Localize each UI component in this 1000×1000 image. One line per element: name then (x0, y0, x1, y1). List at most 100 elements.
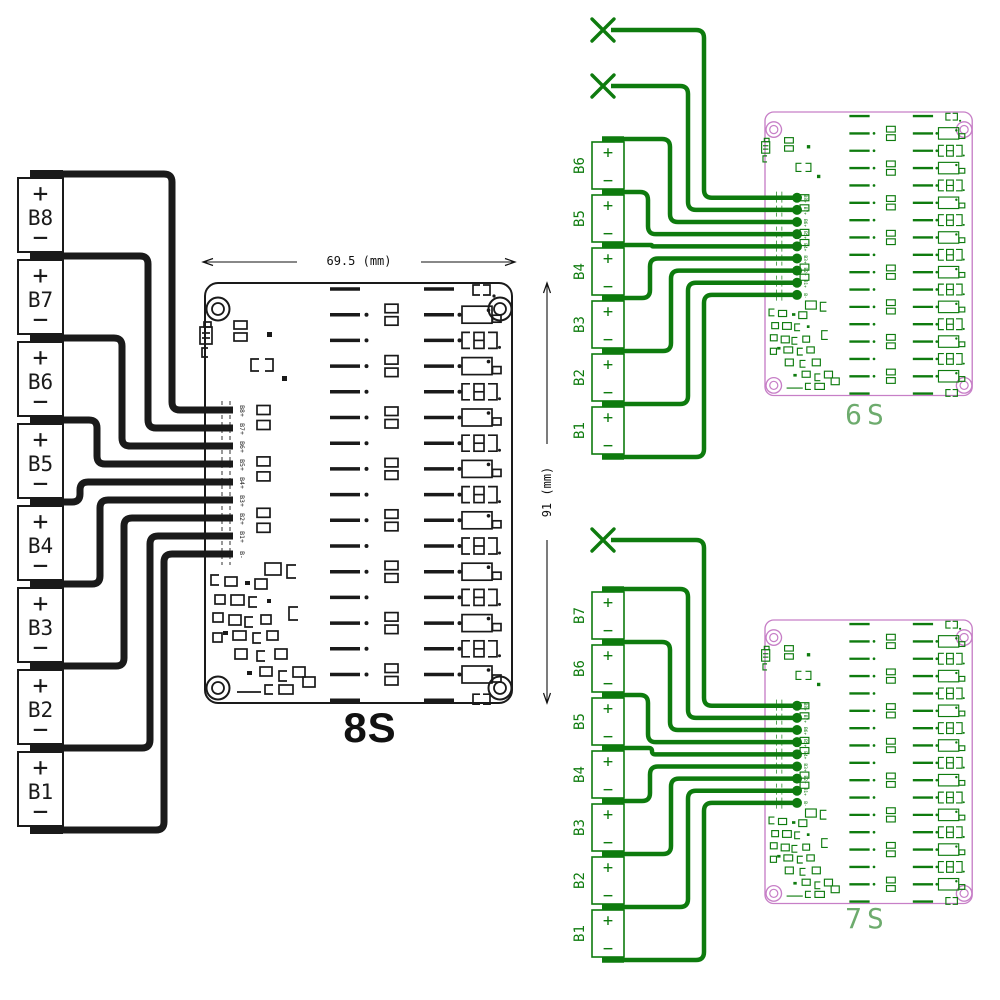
pad-label: B8+ (802, 195, 808, 203)
pad-label: B3+ (802, 763, 808, 771)
battery-plus: + (603, 249, 613, 269)
junction-bar (602, 745, 624, 751)
battery-label: B4 (28, 534, 53, 558)
battery-plus: + (603, 355, 613, 375)
wires-7s: B8+B7+B6+B5+B4+B3+B2+B1+B- (590, 527, 808, 963)
battery-stack-8s: +B8−+B7−+B6−+B5−+B4−+B3−+B2−+B1− (17, 170, 64, 834)
pad-label: B5+ (802, 739, 808, 747)
pad-dot (792, 785, 802, 796)
wire-6s-pad7 (622, 268, 797, 354)
pad-dot (792, 204, 802, 215)
battery-label: B5 (28, 452, 53, 476)
battery-6s-b4: + −B4 (572, 247, 625, 297)
wire-8s-pad2 (61, 252, 233, 432)
junction-bar (602, 798, 624, 804)
battery-plus: + (33, 425, 49, 455)
battery-8s-b3: +B3− (17, 587, 64, 663)
battery-label: B8 (28, 206, 53, 230)
pad-label: B2+ (802, 268, 808, 276)
battery-minus: − (603, 939, 613, 959)
pad-label: B1+ (802, 280, 808, 288)
pad-label: B4+ (238, 477, 246, 489)
pad-dot (792, 192, 802, 203)
battery-minus: − (33, 387, 49, 417)
battery-label: B4 (572, 263, 588, 280)
battery-plus: + (603, 752, 613, 772)
battery-label: B2 (572, 872, 588, 889)
battery-6s-b5: +−B5 (572, 194, 625, 244)
wire-6s-pad3 (622, 136, 797, 225)
battery-7s-b2: + −B2 (572, 856, 625, 906)
config-label-7s: 7S (845, 902, 889, 935)
battery-label: B5 (572, 210, 588, 227)
battery-label: B6 (572, 157, 588, 174)
pad-label: B7+ (802, 715, 808, 723)
battery-plus: + (603, 911, 613, 931)
wire-6s-pad2 (611, 83, 797, 213)
pcb-8s (199, 282, 513, 706)
battery-plus: + (603, 858, 613, 878)
battery-7s-b7: +−B7 (572, 591, 625, 641)
battery-plus: + (33, 753, 49, 783)
pad-label: B5+ (238, 459, 246, 471)
battery-label: B5 (572, 713, 588, 730)
battery-minus: − (33, 305, 49, 335)
pad-dot (792, 737, 802, 748)
battery-minus: − (603, 886, 613, 906)
battery-8s-b1: +B1− (17, 751, 64, 827)
junction-bar (602, 639, 624, 645)
pcb-7s (761, 619, 973, 905)
battery-minus: − (603, 621, 613, 641)
wire-7s-pad2 (622, 586, 797, 721)
junction-bar (602, 454, 624, 460)
pad-label: B7+ (238, 423, 246, 435)
wire-7s-pad5 (622, 745, 797, 757)
battery-label: B7 (572, 607, 588, 624)
pad-dot (792, 277, 802, 288)
junction-bar (30, 744, 63, 752)
battery-7s-b3: +−B3 (572, 803, 625, 853)
battery-label: B2 (572, 369, 588, 386)
battery-7s-b6: +−B6 (572, 644, 625, 694)
battery-plus: + (603, 805, 613, 825)
wire-8s-pad1 (61, 170, 233, 414)
wire-6s-pad9 (622, 292, 797, 460)
pad-label: B3+ (238, 495, 246, 507)
wire-8s-pad3 (61, 334, 233, 450)
pad-dot (792, 773, 802, 784)
pad-label: B6+ (802, 727, 808, 735)
pad-dot (792, 761, 802, 772)
battery-stack-7s: +−B7+−B6+−B5+−B4+−B3+−B2+−B1 (572, 586, 625, 963)
dimension-height-label: 91 (mm) (540, 444, 554, 540)
battery-8s-b5: +B5− (17, 423, 64, 499)
wire-7s-pad7 (622, 776, 797, 857)
pad-dot (792, 797, 802, 808)
battery-minus: − (603, 277, 613, 297)
battery-minus: − (33, 633, 49, 663)
battery-plus: + (603, 196, 613, 216)
pad-dot (792, 749, 802, 760)
battery-plus: + (603, 646, 613, 666)
pad-label: B2+ (238, 513, 246, 525)
junction-bar (602, 136, 624, 142)
battery-plus: + (603, 408, 613, 428)
wire-8s-pad9 (61, 550, 233, 834)
pad-dot (792, 712, 802, 723)
junction-bar (30, 170, 63, 178)
pad-label: B1+ (802, 788, 808, 796)
unused-wire-x-icon (590, 73, 616, 99)
pad-label: B4+ (802, 751, 808, 759)
wire-8s-pad6 (61, 496, 233, 588)
battery-minus: − (603, 674, 613, 694)
pad-label: B- (238, 551, 246, 559)
config-label-6s: 6S (845, 398, 889, 431)
unused-wire-x-icon (590, 527, 616, 553)
pad-dot (792, 253, 802, 264)
wire-8s-pad8 (61, 532, 233, 752)
pad-label: B4+ (802, 243, 808, 251)
junction-bar (30, 826, 63, 834)
wire-7s-pad3 (622, 639, 797, 733)
battery-label: B1 (572, 925, 588, 942)
